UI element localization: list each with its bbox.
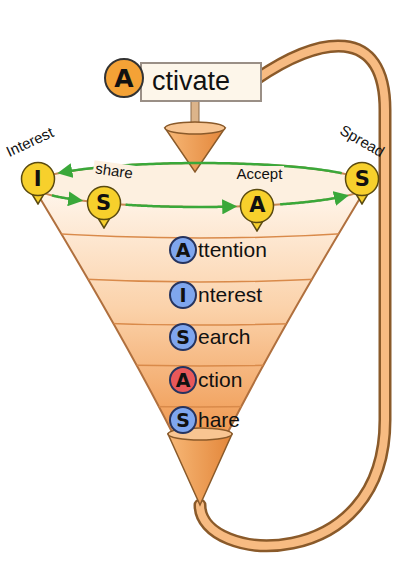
stage-letter: S	[169, 323, 197, 351]
funnel-stage: Share	[169, 406, 240, 434]
stage-label: nterest	[198, 282, 262, 307]
bottom-cone	[168, 434, 232, 505]
cycle-arrow	[126, 205, 235, 207]
stage-label: earch	[198, 324, 251, 349]
stage-letter: A	[169, 366, 197, 394]
top-cone-top	[165, 122, 225, 134]
stage-letter: I	[169, 281, 197, 309]
funnel-rim	[32, 163, 368, 207]
stage-label: hare	[198, 407, 240, 432]
speech-bubble: IInterest	[20, 161, 56, 205]
bubble-label: Spread	[335, 121, 389, 161]
funnel-stage: Action	[169, 366, 242, 394]
letter-badge: A	[104, 58, 144, 98]
bubble-label: share	[92, 160, 135, 182]
cycle-arrow	[280, 196, 346, 204]
bubble-letter: I	[20, 161, 56, 197]
speech-bubble: SSpread	[344, 161, 380, 205]
activate-box: ctivateA	[140, 62, 262, 102]
funnel-bands	[0, 230, 400, 407]
bubble-letter: A	[239, 188, 275, 224]
stage-label: ttention	[198, 237, 267, 262]
bubble-label: Accept	[235, 166, 285, 183]
cycle-arrow	[52, 195, 80, 200]
badge-letter: A	[114, 66, 133, 91]
bubble-letter: S	[86, 185, 122, 221]
box-label: ctivate	[152, 66, 230, 96]
funnel-stage: Interest	[169, 281, 262, 309]
stage-label: ction	[198, 367, 242, 392]
speech-bubble: Sshare	[86, 185, 122, 229]
bubble-letter: S	[344, 161, 380, 197]
funnel-body	[32, 185, 368, 432]
bubble-label: Interest	[2, 124, 58, 162]
funnel-stage: Attention	[169, 236, 267, 264]
stage-letter: S	[169, 406, 197, 434]
stage-letter: A	[169, 236, 197, 264]
funnel-stage: Search	[169, 323, 251, 351]
speech-bubble: AAccept	[239, 188, 275, 232]
